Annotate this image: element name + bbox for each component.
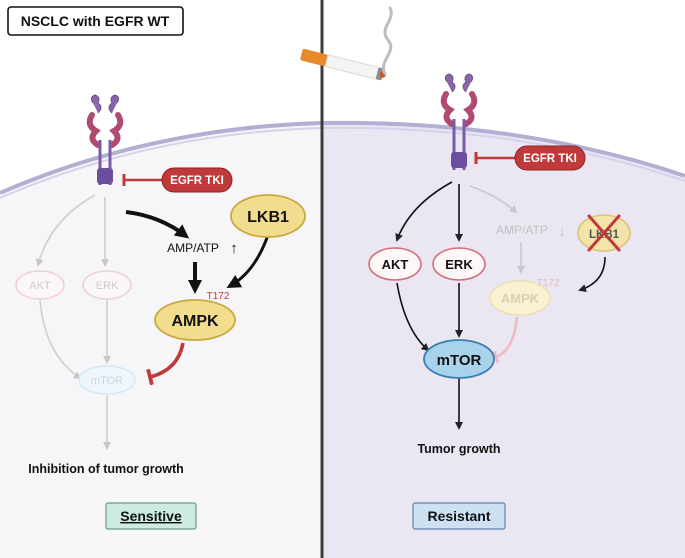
erk-right-node <box>432 247 486 281</box>
amp-atp-right-text: AMP/ATP <box>496 223 548 237</box>
egfr-receptor-left-icon <box>86 94 124 185</box>
egfr-tki-right-text: EGFR TKI <box>523 153 577 165</box>
arrow-egfr-ratio-right <box>469 185 518 214</box>
amp-atp-left-up-arrow: ↑ <box>230 240 238 257</box>
ampk-left-text: AMPK <box>171 313 219 330</box>
cigarette-icon <box>300 48 386 81</box>
arrow-egfr-ratio-left <box>125 210 190 239</box>
arrow-akt-mtor-right <box>396 282 430 352</box>
akt-left-node <box>15 270 65 300</box>
ampk-right-node <box>489 280 551 316</box>
title-box <box>7 6 184 36</box>
mtor-right-text: mTOR <box>437 352 482 369</box>
outcome-right-text: Tumor growth <box>417 442 500 456</box>
arrow-akt-mtor-left <box>39 299 82 380</box>
erk-left-text: ERK <box>96 280 119 292</box>
amp-atp-right-down-arrow: ↓ <box>558 223 566 240</box>
smoke-icon <box>382 6 393 76</box>
sensitive-label-text: Sensitive <box>120 508 182 524</box>
inhibition-ampk-mtor-left <box>146 342 185 386</box>
ampk-right-text: AMPK <box>501 291 540 306</box>
arrow-egfr-akt-left <box>35 194 96 267</box>
title-text: NSCLC with EGFR WT <box>21 13 170 29</box>
akt-left-text: AKT <box>29 280 51 292</box>
mtor-left-node <box>78 365 136 395</box>
egfr-tki-left-text: EGFR TKI <box>170 175 224 187</box>
mtor-right-node <box>423 339 495 379</box>
akt-right-text: AKT <box>382 257 409 272</box>
egfr-receptor-right-icon <box>440 73 478 170</box>
sensitive-label-box <box>105 502 197 530</box>
outcome-left-text: Inhibition of tumor growth <box>28 462 184 476</box>
lkb1-left-node <box>230 194 306 238</box>
resistant-label-box <box>412 502 506 530</box>
akt-right-node <box>368 247 422 281</box>
left-cell-interior <box>0 125 322 558</box>
erk-left-node <box>82 270 132 300</box>
erk-right-text: ERK <box>445 257 473 272</box>
right-membrane <box>321 120 685 178</box>
t172-left-text: T172 <box>207 291 230 302</box>
inhibition-ampk-mtor-right <box>492 316 519 364</box>
left-membrane-inner <box>0 127 323 199</box>
ampk-left-node <box>154 299 236 341</box>
t172-right-text: T172 <box>537 278 560 289</box>
amp-atp-left-text: AMP/ATP <box>167 241 219 255</box>
egfr-tki-right-badge <box>514 145 586 171</box>
arrow-lkb1-ampk-left <box>226 234 270 288</box>
lkb1-left-text: LKB1 <box>247 209 289 226</box>
arrow-lkb1-ampk-right <box>578 256 606 292</box>
resistant-label-text: Resistant <box>427 508 490 524</box>
left-membrane <box>0 121 323 195</box>
egfr-tki-left-badge <box>161 167 233 193</box>
mtor-left-text: mTOR <box>91 375 123 387</box>
right-cell-interior <box>322 124 685 558</box>
right-membrane-inner <box>321 126 685 182</box>
arrow-egfr-akt-right <box>395 181 453 242</box>
lkb1-crossed-icon <box>587 214 621 252</box>
